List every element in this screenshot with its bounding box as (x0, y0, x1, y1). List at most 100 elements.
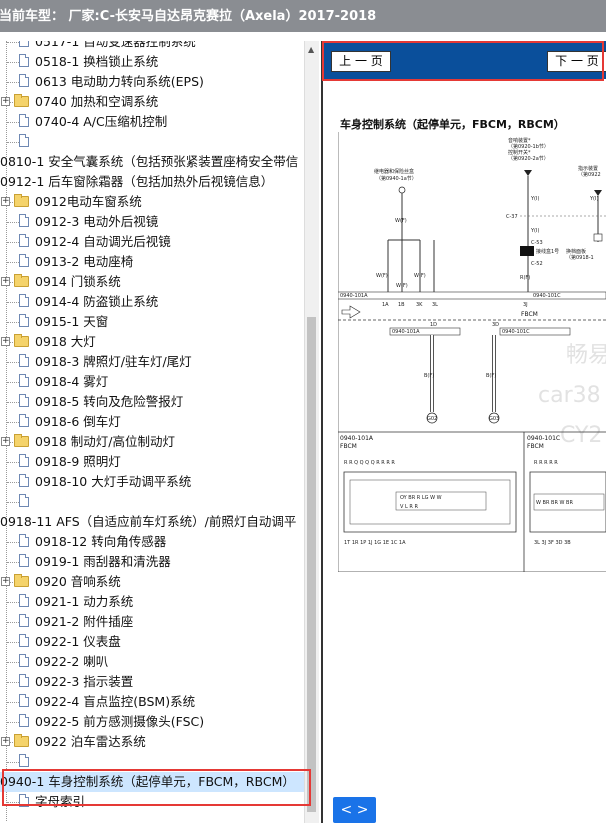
tree-item-label: 0740 加热和空调系统 (35, 94, 159, 109)
tree-branch-line (7, 402, 19, 403)
tree-item[interactable]: 0922-1 仪表盘 (0, 632, 304, 652)
expand-plus-icon[interactable]: + (1, 196, 10, 206)
tree-item[interactable]: 0810-1 安全气囊系统（包括预张紧装置座椅安全带信 (0, 152, 304, 172)
pin-row-c-bottom: 3L 3J 3F 3D 3B (534, 540, 571, 546)
tree-item[interactable]: +0912电动车窗系统 (0, 192, 304, 212)
page-icon (19, 234, 29, 247)
tree-item[interactable]: +0920 音响系统 (0, 572, 304, 592)
wiring-label: 换档面板 (566, 248, 586, 255)
page-icon (19, 454, 29, 467)
scrollbar-thumb[interactable] (307, 317, 316, 812)
fbcm-view-label-2: FBCM (527, 443, 544, 450)
page-icon (19, 534, 29, 547)
tree-item[interactable] (0, 132, 304, 152)
tree-item-label: 0922-2 喇叭 (35, 654, 109, 669)
tree-branch-line (7, 202, 13, 203)
tree-item[interactable]: 0915-1 天窗 (0, 312, 304, 332)
tree-item[interactable]: 0517-1 自动变速器控制系统 (0, 41, 304, 52)
wire-b-label-2: B(F) (486, 373, 496, 379)
tree-item[interactable]: 0918-6 倒车灯 (0, 412, 304, 432)
tree-branch-line (7, 462, 19, 463)
tree-item[interactable]: 0914-4 防盗锁止系统 (0, 292, 304, 312)
tree-item[interactable]: +0918 制动灯/高位制动灯 (0, 432, 304, 452)
tree-item[interactable]: 0918-10 大灯手动调平系统 (0, 472, 304, 492)
wire-w-label-3: W(F) (414, 273, 426, 279)
page-icon (19, 294, 29, 307)
tree-item-label: 0918 大灯 (35, 334, 96, 349)
tree-item-label: 0912电动车窗系统 (35, 194, 142, 209)
tree-item[interactable]: +0922 泊车雷达系统 (0, 732, 304, 752)
tree-branch-line (7, 62, 19, 63)
tree-item[interactable]: 0913-2 电动座椅 (0, 252, 304, 272)
tree-item-label: 0921-1 动力系统 (35, 594, 134, 609)
expand-plus-icon[interactable]: + (1, 336, 10, 346)
tree-item[interactable]: 0740-4 A/C压缩机控制 (0, 112, 304, 132)
tree-item-selected[interactable]: 0940-1 车身控制系统（起停单元，FBCM，RBCM） (0, 772, 304, 792)
tree-item-label: 0920 音响系统 (35, 574, 121, 589)
tree-item[interactable]: 0922-3 指示装置 (0, 672, 304, 692)
tree-item[interactable]: 0918-5 转向及危险警报灯 (0, 392, 304, 412)
tree-item[interactable]: 0518-1 换档锁止系统 (0, 52, 304, 72)
tree-branch-line (7, 562, 19, 563)
tree-item-label: 0918-11 AFS（自适应前车灯系统）/前照灯自动调平 (0, 514, 297, 529)
tree-item[interactable]: 0922-5 前方感测摄像头(FSC) (0, 712, 304, 732)
catalog-tree[interactable]: 0517-1 自动变速器控制系统 0518-1 换档锁止系统 0613 电动助力转向… (0, 41, 304, 823)
tree-item[interactable]: 0918-9 照明灯 (0, 452, 304, 472)
tree-item[interactable]: 0918-11 AFS（自适应前车灯系统）/前照灯自动调平 (0, 512, 304, 532)
tree-item[interactable]: +0740 加热和空调系统 (0, 92, 304, 112)
tree-item[interactable]: 0912-4 自动调光后视镜 (0, 232, 304, 252)
selection-highlight-box (2, 769, 311, 806)
expand-plus-icon[interactable]: + (1, 576, 10, 586)
folder-icon (14, 734, 29, 747)
tree-item[interactable]: 0613 电动助力转向系统(EPS) (0, 72, 304, 92)
fbcm-label: FBCM (521, 311, 538, 318)
watermark-1: 畅易 (566, 343, 606, 368)
ground-arrow-icon (341, 305, 361, 319)
tree-branch-line (7, 82, 19, 83)
expand-plus-icon[interactable]: + (1, 436, 10, 446)
next-page-button[interactable]: 下 一 页 (547, 51, 606, 72)
tree-branch-line (7, 222, 19, 223)
tree-item[interactable] (0, 752, 304, 772)
folder-icon (14, 194, 29, 207)
tree-item[interactable]: 0918-4 雾灯 (0, 372, 304, 392)
tree-item[interactable]: +0918 大灯 (0, 332, 304, 352)
audio-unit-ref: （第0920-1b节） (508, 143, 549, 150)
tree-item[interactable]: 0912-1 后车窗除霜器（包括加热外后视镜信息） (0, 172, 304, 192)
page-icon (19, 614, 29, 627)
page-icon (19, 394, 29, 407)
tree-item[interactable]: 0921-2 附件插座 (0, 612, 304, 632)
connector-101a-view-label: 0940-101A (340, 435, 374, 442)
watermark-3: CY2 (560, 423, 602, 448)
tree-item[interactable]: +0914 门锁系统 (0, 272, 304, 292)
relay-box-label: 继电器和保险丝盒 (374, 168, 414, 175)
expand-plus-icon[interactable]: + (1, 736, 10, 746)
tree-item[interactable]: 0922-4 盲点监控(BSM)系统 (0, 692, 304, 712)
wire-r-label: R(F) (520, 275, 530, 281)
expand-plus-icon[interactable]: + (1, 276, 10, 286)
wire-b-label: B(F) (424, 373, 434, 379)
pin-1d: 1D (430, 322, 437, 328)
wiring-diagram: 继电器和保险丝盒 （第0940-1a节） W(F) W(F) W(F) W(F)… (338, 132, 606, 572)
tree-item[interactable]: 0919-1 雨刮器和清洗器 (0, 552, 304, 572)
tree-item[interactable]: 0912-3 电动外后视镜 (0, 212, 304, 232)
tree-item[interactable]: 0921-1 动力系统 (0, 592, 304, 612)
switch-ref: （第0920-2a节） (508, 155, 549, 162)
tree-item[interactable]: 0918-3 牌照灯/驻车灯/尾灯 (0, 352, 304, 372)
tree-scrollbar[interactable]: ▲ (304, 41, 319, 823)
expand-plus-icon[interactable]: + (1, 96, 10, 106)
tree-item[interactable]: 0922-2 喇叭 (0, 652, 304, 672)
prev-page-button[interactable]: 上 一 页 (331, 51, 391, 72)
page-icon (19, 754, 29, 767)
tree-item-label: 0517-1 自动变速器控制系统 (35, 41, 196, 49)
tree-item-label: 0613 电动助力转向系统(EPS) (35, 74, 204, 89)
page-nav-bar: 上 一 页 下 一 页 (323, 41, 606, 79)
tree-item[interactable]: 0918-12 转向角传感器 (0, 532, 304, 552)
audio-unit-label: 音响装置* (508, 137, 531, 144)
tree-item-label: 0918-3 牌照灯/驻车灯/尾灯 (35, 354, 192, 369)
bottom-nav-button[interactable]: < > (333, 797, 376, 823)
connector-101c-2: 0940-101C (502, 329, 530, 335)
scroll-up-arrow-icon[interactable]: ▲ (308, 45, 315, 54)
tree-item[interactable] (0, 492, 304, 512)
ground-g03: G03 (489, 416, 499, 422)
